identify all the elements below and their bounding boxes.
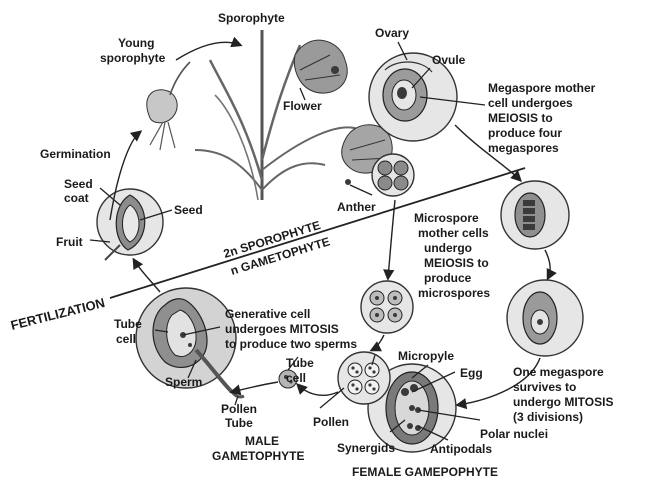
label-flower: Flower bbox=[283, 99, 322, 113]
label-one-megaspore-line3: undergo MITOSIS bbox=[513, 395, 613, 409]
label-antipodals: Antipodals bbox=[430, 442, 492, 456]
surviving-megaspore-circle bbox=[507, 280, 583, 356]
label-generative-line1: Generative cell bbox=[225, 307, 310, 321]
label-seed-coat-line2: coat bbox=[64, 191, 89, 205]
label-one-megaspore-line2: survives to bbox=[513, 380, 576, 394]
label-pollen-tube-line2: Tube bbox=[225, 416, 253, 430]
label-fruit: Fruit bbox=[56, 235, 83, 249]
label-ovary: Ovary bbox=[375, 26, 409, 40]
label-microspore-line1: Microspore bbox=[414, 211, 479, 225]
young-sporophyte-illustration bbox=[147, 62, 190, 150]
label-polar-nuclei: Polar nuclei bbox=[480, 427, 548, 441]
label-megaspore-mother-line1: Megaspore mother bbox=[488, 81, 596, 95]
label-microspore-line5: produce bbox=[424, 271, 472, 285]
label-young-sporophyte-line1: Young bbox=[118, 36, 154, 50]
label-generative-line2: undergoes MITOSIS bbox=[225, 322, 339, 336]
label-tube-cell-center-line2: cell bbox=[286, 371, 306, 385]
label-seed: Seed bbox=[174, 203, 203, 217]
seed-fruit-circle bbox=[97, 189, 163, 260]
label-micropyle: Micropyle bbox=[398, 349, 454, 363]
label-one-megaspore-line4: (3 divisions) bbox=[513, 410, 583, 424]
label-pollen: Pollen bbox=[313, 415, 349, 429]
label-sporophyte: Sporophyte bbox=[218, 11, 285, 25]
label-male-line1: MALE bbox=[245, 434, 279, 448]
label-sperm: Sperm bbox=[165, 375, 202, 389]
label-microspore-line4: MEIOSIS to bbox=[424, 256, 489, 270]
sporophyte-plant-illustration bbox=[195, 30, 392, 200]
label-seed-coat-line1: Seed bbox=[64, 177, 93, 191]
pollen-grains-circle bbox=[338, 352, 390, 404]
label-anther: Anther bbox=[337, 200, 376, 214]
label-megaspore-mother-line2: cell undergoes bbox=[488, 96, 573, 110]
label-microspore-line6: microspores bbox=[418, 286, 490, 300]
label-tube-cell-left-line2: cell bbox=[116, 332, 136, 346]
label-male-line2: GAMETOPHYTE bbox=[212, 449, 304, 463]
label-fertilization: FERTILIZATION bbox=[9, 295, 106, 333]
label-megaspore-mother-line5: megaspores bbox=[488, 141, 559, 155]
label-ovule: Ovule bbox=[432, 53, 466, 67]
label-one-megaspore-line1: One megaspore bbox=[513, 365, 604, 379]
label-megaspore-mother-line4: produce four bbox=[488, 126, 562, 140]
anther-circle bbox=[372, 154, 414, 196]
microspore-circle bbox=[361, 281, 413, 333]
label-pollen-tube-line1: Pollen bbox=[221, 402, 257, 416]
megaspore-circle bbox=[501, 181, 569, 249]
label-microspore-line2: mother cells bbox=[418, 226, 489, 240]
label-young-sporophyte-line2: sporophyte bbox=[100, 51, 166, 65]
label-synergids: Synergids bbox=[337, 441, 395, 455]
label-egg: Egg bbox=[460, 366, 483, 380]
label-generative-line3: to produce two sperms bbox=[225, 337, 357, 351]
label-microspore-line3: undergo bbox=[424, 241, 472, 255]
label-tube-cell-center-line1: Tube bbox=[286, 356, 314, 370]
label-tube-cell-left-line1: Tube bbox=[114, 317, 142, 331]
label-germination: Germination bbox=[40, 147, 111, 161]
label-megaspore-mother-line3: MEIOSIS to bbox=[488, 111, 553, 125]
label-female-gametophyte: FEMALE GAMEPOPHYTE bbox=[352, 465, 498, 479]
